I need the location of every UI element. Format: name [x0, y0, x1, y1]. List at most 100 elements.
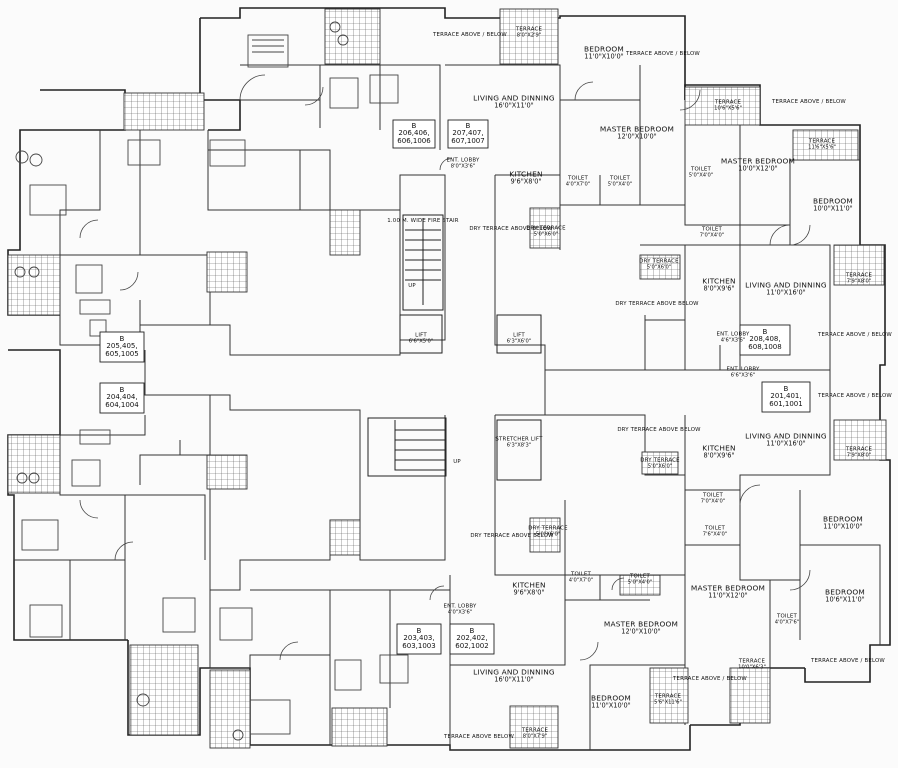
room-dim: 4'0"X3'6" [447, 609, 473, 616]
unit-numbers: 201,401, 601,1001 [769, 392, 803, 408]
room-name: TOILET [629, 573, 651, 580]
room-name: ENT. LOBBY [446, 157, 480, 164]
room-dim: 12'0"X10'0" [621, 627, 661, 636]
room-name: BEDROOM [591, 693, 631, 703]
room-dim: 11'0"X12'0" [708, 591, 748, 600]
room-name: 1.00 M. WIDE FIRE STAIR [387, 218, 459, 225]
unit-numbers: 205,405, 605,1005 [105, 342, 139, 358]
room-name: LIVING AND DINNING [473, 667, 555, 677]
room-label: TERRACE ABOVE / BELOW [811, 658, 885, 665]
room-name: TOILET [570, 571, 592, 578]
unit-numbers: 207,407, 607,1007 [451, 129, 485, 145]
room-name: KITCHEN [702, 443, 736, 453]
room-label: DRY TERRACE ABOVE BELOW [470, 533, 554, 540]
room-name: TERRACE ABOVE / BELOW [433, 32, 507, 39]
room-dim: 11'0"X16'0" [766, 288, 806, 297]
room-name: TERRACE ABOVE / BELOW [811, 658, 885, 665]
room-name: TERRACE ABOVE / BELOW [626, 51, 700, 58]
unit-number-boxes [99, 119, 811, 655]
room-dim: 11'0"X10'0" [823, 522, 863, 531]
room-dim: 4'0"X7'0" [568, 577, 594, 584]
room-name: DRY TERRACE [528, 525, 568, 532]
room-name: DRY TERRACE ABOVE BELOW [469, 226, 553, 233]
room-name: TERRACE ABOVE BELOW [444, 734, 514, 741]
room-dim: 5'0"X4'0" [607, 181, 633, 188]
room-name: DRY TERRACE [526, 225, 566, 232]
door-swings [79, 74, 811, 661]
room-name: BEDROOM [823, 514, 863, 524]
room-dim: 4'6"X3'6" [720, 337, 746, 344]
room-dim: 7'6"X4'0" [702, 531, 728, 538]
unit-numbers: 203,403, 603,1003 [402, 634, 436, 650]
unit-type: B [416, 626, 422, 635]
room-name: TERRACE [714, 99, 742, 106]
room-name: TERRACE ABOVE / BELOW [818, 332, 892, 339]
room-dim: 11'0"X10'0" [591, 701, 631, 710]
room-name: TOILET [690, 166, 712, 173]
unit-type: B [411, 121, 417, 130]
room-name: KITCHEN [509, 169, 543, 179]
room-dim: 5'0"X6'0" [646, 264, 672, 271]
room-dim: 6'3"X6'0" [506, 338, 532, 345]
room-dim: 9'6"X8'0" [510, 177, 542, 186]
room-dim: 11'0"X10'0" [584, 52, 624, 61]
room-label: TERRACE ABOVE BELOW [444, 734, 514, 741]
room-name: DRY TERRACE ABOVE BELOW [470, 533, 554, 540]
room-name: TOILET [567, 175, 589, 182]
room-dim: 7'0"X4'0" [700, 498, 726, 505]
room-dim: 5'0"X6'0" [535, 531, 561, 538]
tiled-terraces [7, 8, 887, 749]
room-dim: 11'6"X5'6" [808, 144, 836, 151]
room-label: TERRACE ABOVE / BELOW [772, 99, 846, 106]
room-name: DRY TERRACE ABOVE BELOW [617, 427, 701, 434]
room-dim: 5'0"X4'0" [688, 172, 714, 179]
room-name: LIFT [513, 332, 525, 339]
stair-up-mark: UP [408, 283, 416, 290]
room-dim: 4'0"X7'6" [774, 619, 800, 626]
room-label: DRY TERRACE ABOVE BELOW [617, 427, 701, 434]
room-name: TERRACE ABOVE / BELOW [818, 393, 892, 400]
room-dim: 16'0"X11'0" [494, 675, 534, 684]
room-name: DRY TERRACE [640, 457, 680, 464]
room-name: DRY TERRACE [639, 258, 679, 265]
room-name: TERRACE [738, 658, 766, 665]
room-dim: 6'3"X8'3" [506, 442, 532, 449]
room-name: BEDROOM [825, 587, 865, 597]
room-label: TERRACE ABOVE / BELOW [818, 332, 892, 339]
fire-stair [367, 214, 447, 477]
room-name: TOILET [609, 175, 631, 182]
room-name: MASTER BEDROOM [603, 619, 679, 629]
stair-up-mark: UP [453, 459, 461, 466]
room-label: TERRACE ABOVE / BELOW [433, 32, 507, 39]
unit-type: B [783, 384, 789, 393]
room-dim: 8'0"X2'9" [516, 32, 542, 39]
room-dim: 10'6"X5'6" [714, 105, 742, 112]
room-dim: 5'0"X6'0" [647, 463, 673, 470]
